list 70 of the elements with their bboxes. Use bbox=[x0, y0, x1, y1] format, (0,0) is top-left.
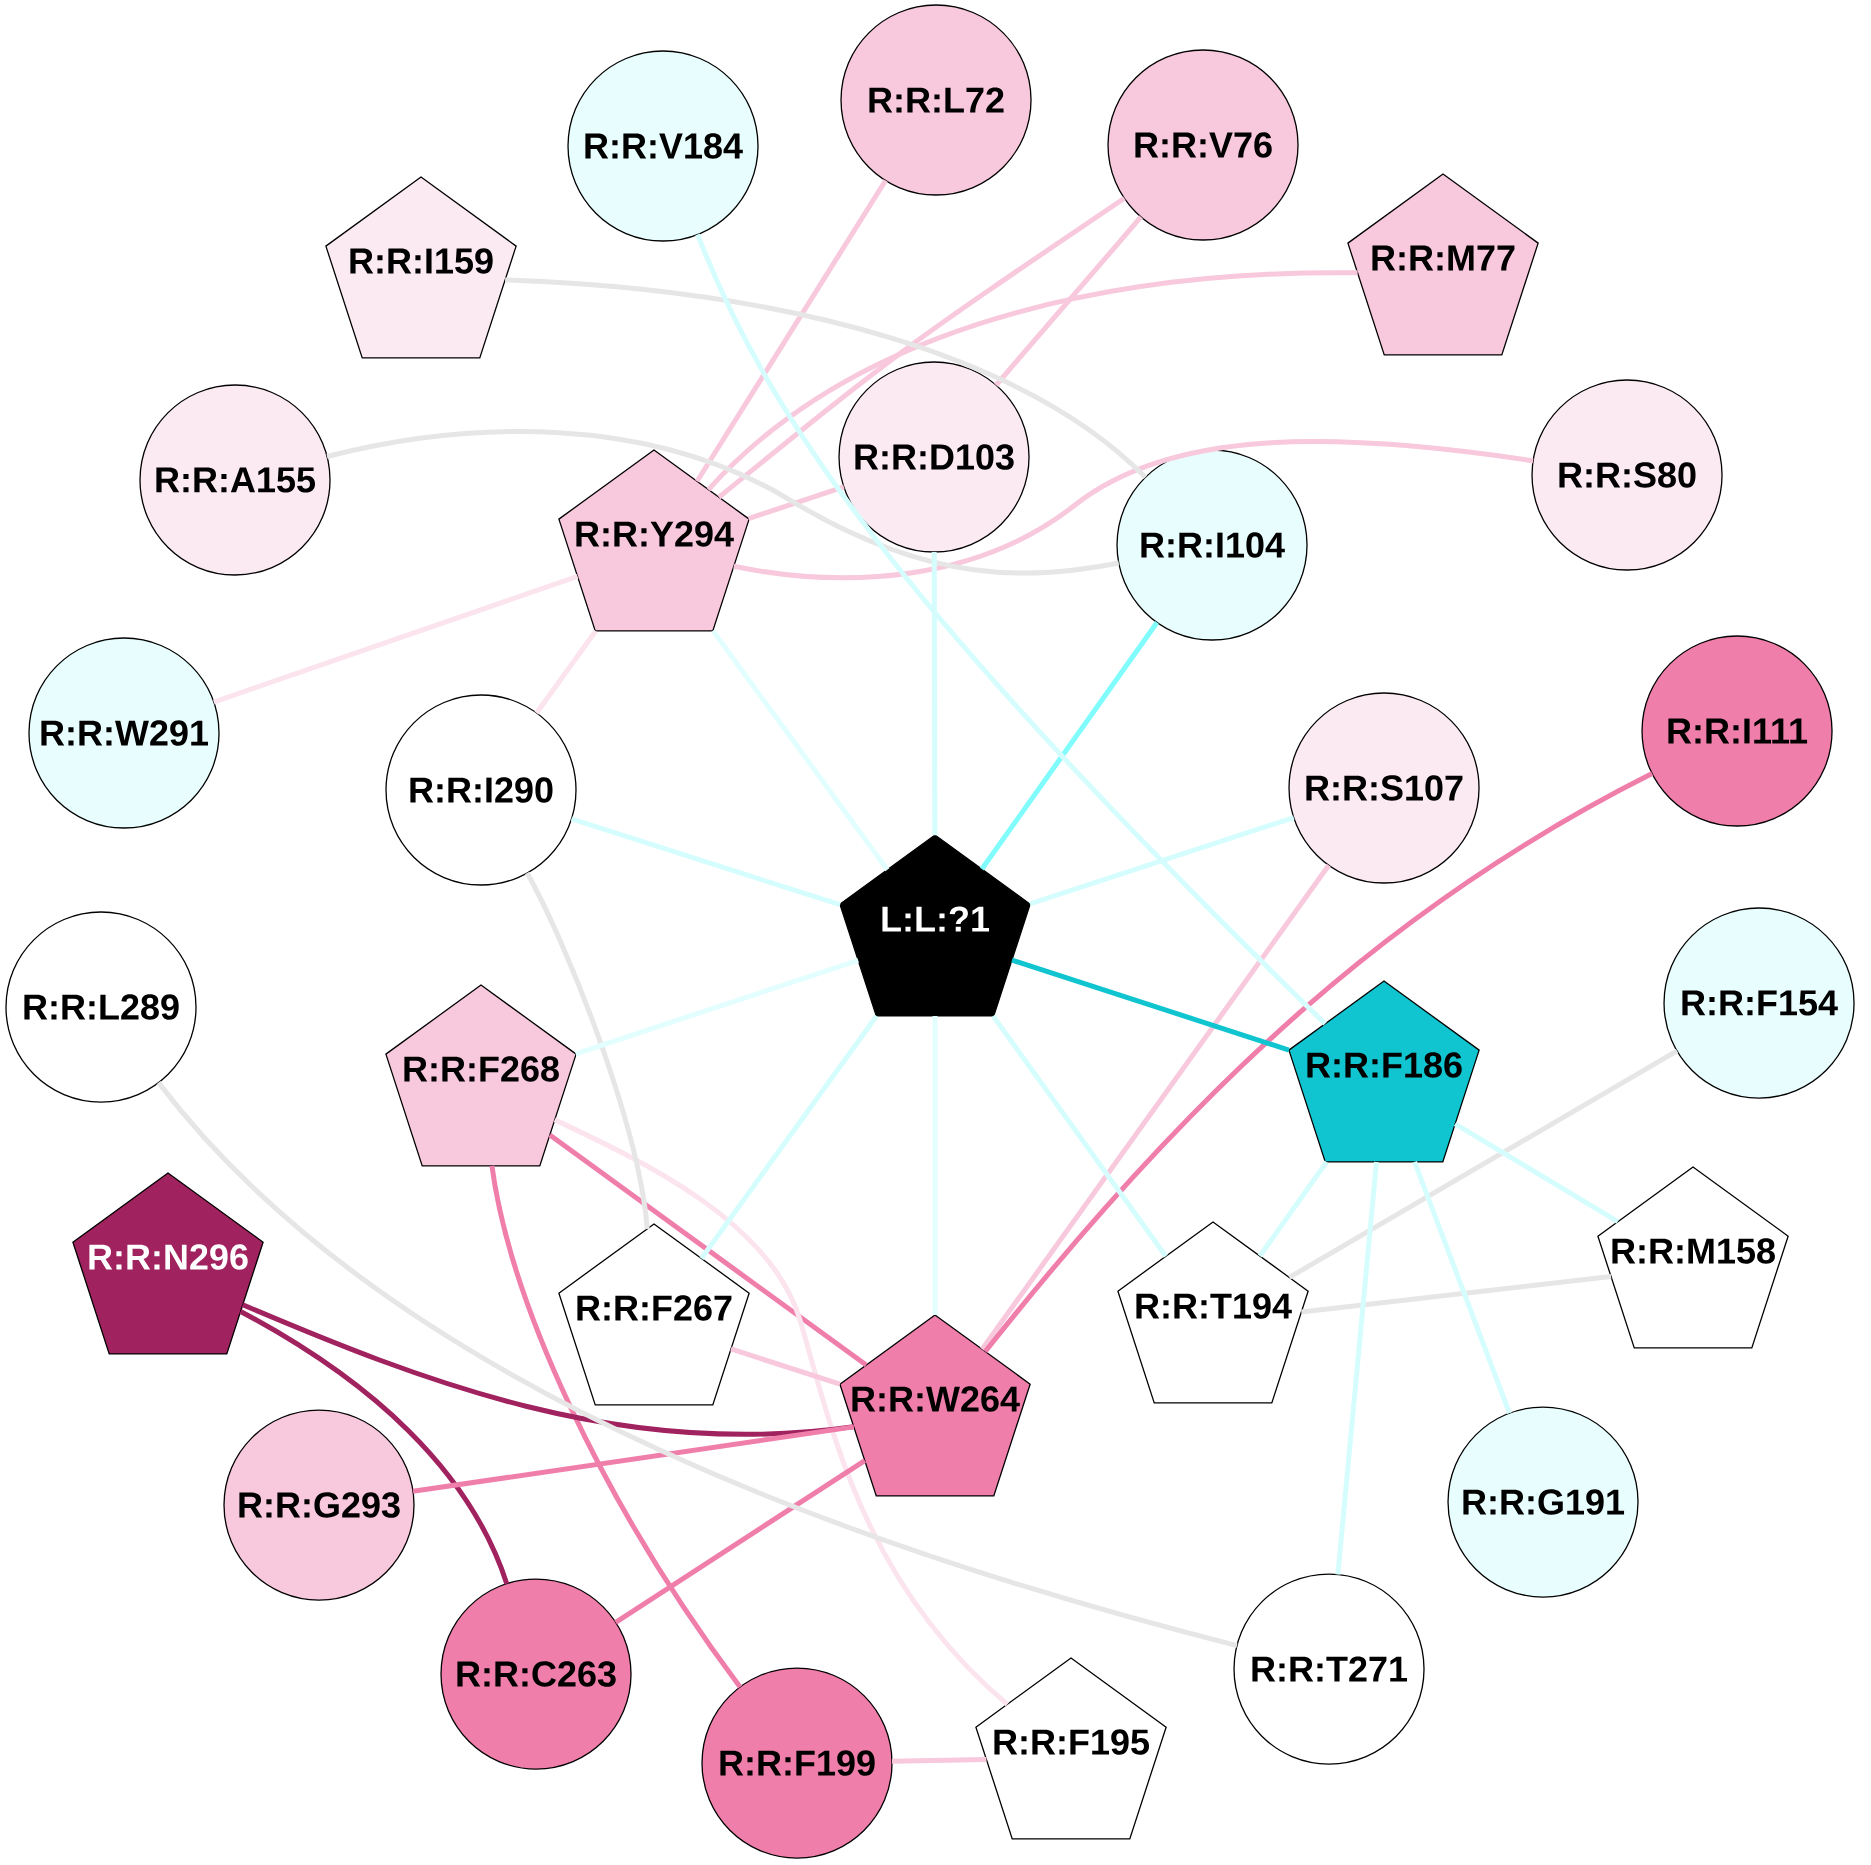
connector-line bbox=[553, 1117, 1010, 1707]
connector-line bbox=[891, 1757, 987, 1764]
connector-line bbox=[1301, 1273, 1612, 1315]
connector-line bbox=[505, 277, 1148, 480]
connector-line bbox=[733, 439, 1534, 581]
pentagon-node: R:R:N296 bbox=[72, 1172, 264, 1355]
circle-node: R:R:L289 bbox=[5, 911, 197, 1103]
connector-line bbox=[1288, 1048, 1679, 1280]
circle-node: R:R:S107 bbox=[1288, 692, 1480, 884]
pentagon-node: R:R:Y294 bbox=[558, 449, 750, 632]
connector-line bbox=[932, 1015, 938, 1315]
circle-node: R:R:V76 bbox=[1107, 49, 1299, 241]
connector-line bbox=[241, 1302, 854, 1437]
circle-node: R:R:A155 bbox=[139, 384, 331, 576]
circle-node: R:R:S80 bbox=[1531, 379, 1723, 571]
connector-line bbox=[991, 1014, 1168, 1258]
circle-node: R:R:G293 bbox=[223, 1409, 415, 1601]
circle-node: R:R:L72 bbox=[840, 4, 1032, 196]
pentagon-node: R:R:M158 bbox=[1597, 1166, 1789, 1349]
connector-line bbox=[570, 816, 841, 908]
connector-line bbox=[534, 629, 598, 715]
circle-node: R:R:F199 bbox=[701, 1667, 893, 1859]
connector-line bbox=[1257, 1160, 1329, 1258]
connector-line bbox=[614, 1458, 867, 1625]
connector-line bbox=[979, 621, 1160, 871]
pentagon-node: L:L:?1 bbox=[839, 834, 1031, 1017]
pentagon-node: R:R:M77 bbox=[1347, 173, 1539, 356]
pentagon-node: R:R:F267 bbox=[558, 1223, 750, 1406]
connector-line bbox=[489, 1165, 743, 1689]
connector-line bbox=[1029, 815, 1295, 907]
connector-line bbox=[548, 1133, 868, 1368]
circle-node: R:R:I111 bbox=[1641, 635, 1833, 827]
circle-node: R:R:I104 bbox=[1116, 449, 1308, 641]
connector-line bbox=[694, 179, 888, 483]
pentagon-node: R:R:I159 bbox=[325, 176, 517, 359]
circle-node: R:R:I290 bbox=[385, 694, 577, 886]
connector-line bbox=[931, 552, 938, 836]
connector-line bbox=[710, 629, 890, 872]
connector-line bbox=[1453, 1121, 1620, 1224]
circle-node: R:R:G191 bbox=[1447, 1406, 1639, 1598]
connector-line bbox=[730, 1346, 841, 1387]
connector-line bbox=[1412, 1161, 1512, 1415]
connector-line bbox=[699, 1014, 879, 1260]
circle-node: R:R:C263 bbox=[440, 1578, 632, 1770]
connector-line bbox=[239, 1309, 510, 1585]
pentagon-node: R:R:F268 bbox=[385, 984, 577, 1167]
connector-line bbox=[983, 771, 1654, 1354]
connector-line bbox=[1335, 1161, 1379, 1575]
connector-line bbox=[156, 1081, 1238, 1649]
pentagon-node: R:R:F195 bbox=[975, 1657, 1167, 1840]
connector-line bbox=[706, 270, 1358, 492]
connector-line bbox=[326, 429, 1120, 576]
pentagon-node: R:R:T194 bbox=[1117, 1221, 1309, 1404]
connector-line bbox=[1011, 957, 1290, 1053]
connector-line bbox=[980, 863, 1331, 1351]
connector-line bbox=[994, 215, 1143, 387]
circle-node: R:R:F154 bbox=[1663, 907, 1855, 1099]
pentagon-node: R:R:F186 bbox=[1288, 980, 1480, 1163]
pentagon-node: R:R:W264 bbox=[839, 1314, 1031, 1497]
connector-line bbox=[212, 574, 579, 705]
connector-line bbox=[695, 233, 1327, 1026]
connector-line bbox=[574, 958, 859, 1057]
connector-line bbox=[412, 1424, 855, 1494]
connector-line bbox=[747, 484, 845, 521]
circle-node: R:R:D103 bbox=[838, 361, 1030, 553]
circle-node: R:R:T271 bbox=[1233, 1573, 1425, 1765]
connector-line bbox=[524, 871, 650, 1230]
connector-line bbox=[717, 196, 1126, 500]
circle-node: R:R:V184 bbox=[567, 50, 759, 242]
circle-node: R:R:W291 bbox=[28, 637, 220, 829]
